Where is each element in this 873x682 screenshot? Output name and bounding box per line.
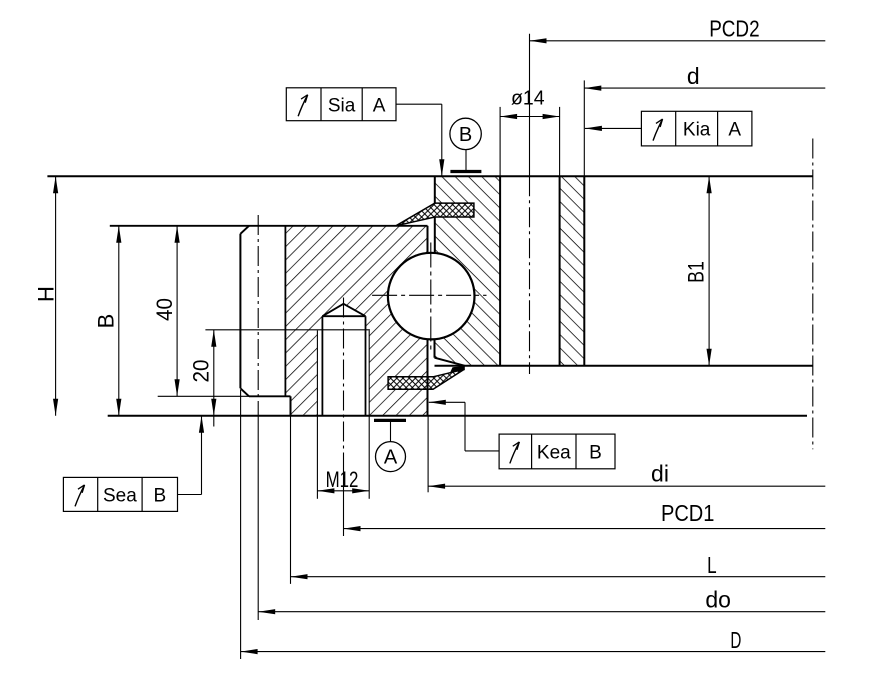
svg-text:40: 40 (152, 298, 177, 321)
svg-text:di: di (651, 461, 669, 487)
svg-text:B: B (459, 124, 472, 146)
svg-text:M12: M12 (326, 467, 359, 492)
svg-text:Kia: Kia (683, 120, 711, 141)
svg-text:20: 20 (189, 360, 214, 383)
svg-text:B: B (94, 314, 119, 329)
svg-text:A: A (384, 447, 398, 469)
svg-text:d: d (687, 63, 700, 89)
svg-text:A: A (373, 95, 386, 116)
svg-text:L: L (707, 552, 717, 578)
svg-text:do: do (705, 587, 731, 613)
svg-text:Kea: Kea (537, 442, 571, 463)
svg-text:PCD2: PCD2 (709, 16, 759, 42)
svg-text:ø14: ø14 (511, 88, 545, 110)
svg-text:H: H (34, 286, 59, 302)
svg-text:Sia: Sia (328, 95, 356, 116)
svg-text:D: D (730, 627, 741, 653)
svg-text:B: B (589, 442, 602, 463)
svg-text:PCD1: PCD1 (661, 500, 715, 526)
svg-text:A: A (728, 120, 741, 141)
svg-text:B: B (153, 485, 166, 506)
svg-text:Sea: Sea (103, 485, 137, 506)
svg-text:B1: B1 (684, 261, 709, 283)
